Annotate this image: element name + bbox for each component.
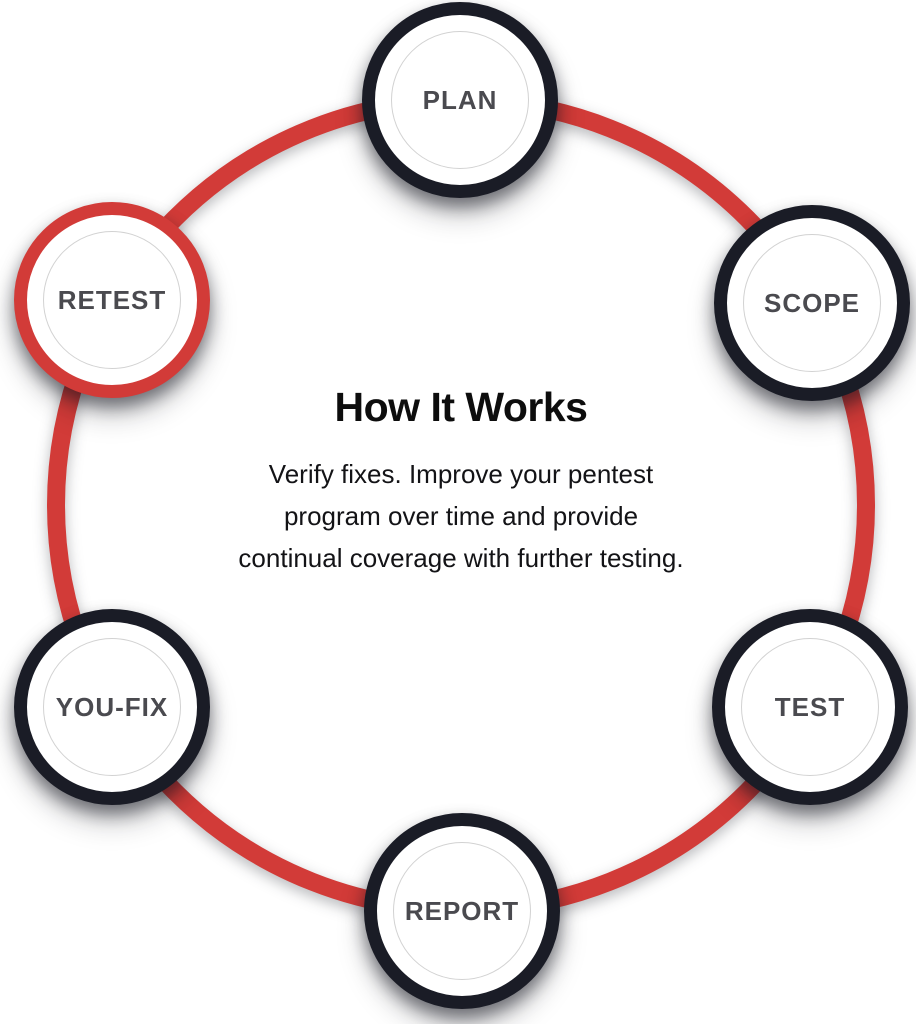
diagram-title: How It Works bbox=[334, 384, 588, 430]
node-label-plan: PLAN bbox=[422, 84, 498, 115]
node-label-retest: RETEST bbox=[57, 284, 167, 315]
process-node-test: TEST bbox=[712, 609, 908, 805]
node-label-report: REPORT bbox=[404, 895, 520, 926]
process-node-plan: PLAN bbox=[362, 2, 558, 198]
description-line-1: Verify fixes. Improve your pentest bbox=[268, 459, 654, 489]
node-label-scope: SCOPE bbox=[763, 287, 861, 318]
process-node-report: REPORT bbox=[364, 813, 560, 1009]
diagram-description: Verify fixes. Improve your pentest progr… bbox=[141, 453, 781, 579]
process-node-you-fix: YOU-FIX bbox=[14, 609, 210, 805]
center-text-block: How It Works Verify fixes. Improve your … bbox=[141, 384, 781, 579]
node-label-test: TEST bbox=[774, 691, 846, 722]
process-node-retest: RETEST bbox=[14, 202, 210, 398]
description-line-3: continual coverage with further testing. bbox=[238, 543, 684, 573]
node-label-you-fix: YOU-FIX bbox=[55, 691, 169, 722]
process-node-scope: SCOPE bbox=[714, 205, 910, 401]
description-line-2: program over time and provide bbox=[283, 501, 639, 531]
